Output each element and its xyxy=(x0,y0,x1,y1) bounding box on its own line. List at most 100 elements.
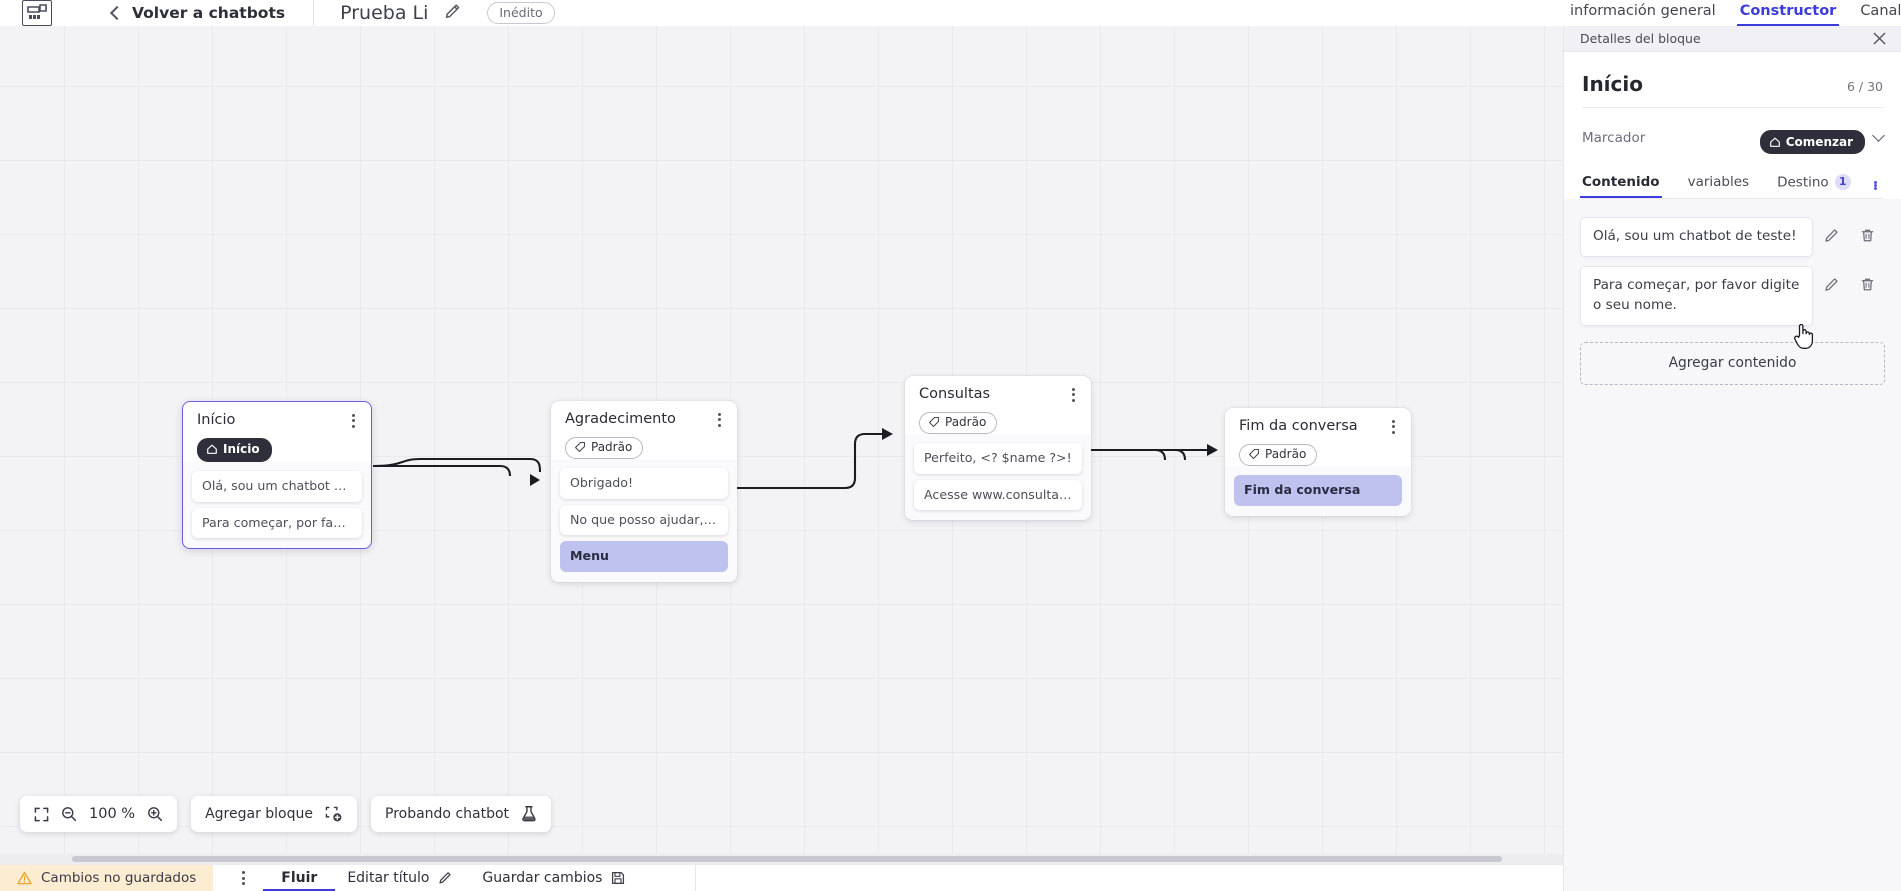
node-header: Fim da conversa Padrão xyxy=(1225,408,1411,466)
tab-informacion-general[interactable]: información general xyxy=(1570,3,1716,19)
fit-screen-icon[interactable] xyxy=(34,807,49,822)
node-title: Início xyxy=(197,412,236,428)
save-changes-button[interactable]: Guardar cambios xyxy=(482,865,625,891)
tab-constructor[interactable]: Constructor xyxy=(1736,3,1839,26)
panel-tab-contenido[interactable]: Contenido xyxy=(1580,174,1662,198)
edit-title-label: Editar título xyxy=(347,870,430,886)
panel-tab-contenido-label: Contenido xyxy=(1582,174,1660,190)
save-disk-icon xyxy=(611,871,625,885)
zoom-in-icon[interactable] xyxy=(147,806,163,822)
panel-tab-destino-badge: 1 xyxy=(1834,173,1851,190)
node-tag-padrao: Padrão xyxy=(565,436,644,459)
zoom-out-icon[interactable] xyxy=(61,806,77,822)
panel-tabs-kebab-menu[interactable] xyxy=(1867,181,1883,198)
canvas-horizontal-scrollbar[interactable] xyxy=(0,854,1563,864)
panel-header: Detalles del bloque xyxy=(1564,26,1901,52)
node-message-menu[interactable]: Menu xyxy=(560,541,728,573)
statusbar-kebab-menu[interactable] xyxy=(235,870,251,886)
node-tag-padrao: Padrão xyxy=(1239,443,1318,466)
flow-node-consultas[interactable]: Consultas Padrão Perfeito, <? $name ?>! … xyxy=(905,376,1091,521)
back-to-chatbots-link[interactable]: Volver a chatbots xyxy=(109,4,286,22)
tag-icon xyxy=(929,417,939,428)
node-tag-inicio: Início xyxy=(197,437,272,462)
flask-icon xyxy=(521,805,537,823)
node-tag-label: Padrão xyxy=(945,415,987,430)
node-message[interactable]: Obrigado! xyxy=(560,467,728,499)
node-header: Consultas Padrão xyxy=(905,376,1091,434)
chatbot-name: Prueba Li xyxy=(340,2,429,24)
close-icon[interactable] xyxy=(1872,31,1887,46)
scrollbar-thumb[interactable] xyxy=(72,856,1502,862)
node-messages: Fim da conversa xyxy=(1225,465,1411,516)
marker-value-label: Comenzar xyxy=(1785,134,1853,149)
node-title: Consultas xyxy=(919,386,991,402)
status-badge: Inédito xyxy=(487,2,555,24)
node-title: Agradecimento xyxy=(565,411,676,427)
flow-logo-icon[interactable] xyxy=(22,0,52,26)
node-header: Início Início xyxy=(183,402,371,462)
content-item-row: Olá, sou um chatbot de teste! xyxy=(1580,217,1885,258)
home-icon xyxy=(207,445,217,455)
unsaved-changes-label: Cambios no guardados xyxy=(41,870,197,886)
panel-tab-variables[interactable]: variables xyxy=(1688,174,1750,198)
content-item-actions xyxy=(1813,217,1885,247)
back-to-chatbots-label: Volver a chatbots xyxy=(132,4,286,22)
node-tag-label: Padrão xyxy=(1265,447,1307,462)
panel-top-section: Início 6 / 30 Marcador Comenzar xyxy=(1564,52,1901,199)
trash-icon[interactable] xyxy=(1849,272,1885,296)
content-item-text[interactable]: Olá, sou um chatbot de teste! xyxy=(1580,217,1813,258)
pencil-icon[interactable] xyxy=(444,3,461,24)
home-icon xyxy=(1769,137,1780,147)
node-messages: Perfeito, <? $name ?>! Acesse www.consul… xyxy=(905,433,1091,521)
add-block-button[interactable]: Agregar bloque xyxy=(191,796,357,832)
node-message[interactable]: No que posso ajudar, <? $name ... xyxy=(560,504,728,536)
content-item-text[interactable]: Para começar, por favor digite o seu nom… xyxy=(1580,266,1813,326)
pencil-icon[interactable] xyxy=(1813,272,1849,296)
save-changes-label: Guardar cambios xyxy=(482,870,603,886)
panel-block-title: Início xyxy=(1582,72,1643,96)
node-message[interactable]: Para começar, por favor digite o ... xyxy=(192,507,362,539)
statusbar-tab-fluir[interactable]: Fluir xyxy=(263,865,336,891)
add-block-icon xyxy=(325,806,343,823)
node-messages: Obrigado! No que posso ajudar, <? $name … xyxy=(551,458,737,583)
node-message[interactable]: Perfeito, <? $name ?>! xyxy=(914,442,1082,474)
tag-icon xyxy=(1249,449,1259,460)
node-kebab-menu[interactable] xyxy=(712,411,726,428)
pencil-icon[interactable] xyxy=(1813,223,1849,247)
node-tag-label: Padrão xyxy=(591,440,633,455)
edit-title-button[interactable]: Editar título xyxy=(347,865,452,891)
pencil-icon xyxy=(438,871,452,885)
tab-canales[interactable]: Canales xyxy=(1860,3,1901,19)
content-item-row: Para começar, por favor digite o seu nom… xyxy=(1580,266,1885,326)
warning-triangle-icon xyxy=(17,871,32,885)
node-kebab-menu[interactable] xyxy=(1066,386,1080,403)
test-chatbot-label: Probando chatbot xyxy=(385,806,510,822)
chevron-down-icon[interactable] xyxy=(1872,129,1885,142)
canvas-toolbar: 100 % Agregar bloque xyxy=(20,796,552,832)
node-tag-label: Início xyxy=(223,442,260,457)
flow-node-agradecimento[interactable]: Agradecimento Padrão Obrigado! No que po… xyxy=(551,401,737,583)
node-kebab-menu[interactable] xyxy=(1386,418,1400,435)
block-details-panel: Detalles del bloque Início 6 / 30 Marcad… xyxy=(1563,26,1901,891)
test-chatbot-button[interactable]: Probando chatbot xyxy=(371,796,552,832)
panel-tabs-underline xyxy=(1582,198,1883,199)
add-content-button[interactable]: Agregar contenido xyxy=(1580,341,1885,385)
marker-value-badge[interactable]: Comenzar xyxy=(1759,130,1865,154)
node-kebab-menu[interactable] xyxy=(346,412,360,429)
trash-icon[interactable] xyxy=(1849,223,1885,247)
marker-row: Marcador Comenzar xyxy=(1582,108,1885,168)
node-tag-padrao: Padrão xyxy=(919,411,998,434)
node-messages: Olá, sou um chatbot de teste! Para começ… xyxy=(183,461,371,549)
flow-node-fim-da-conversa[interactable]: Fim da conversa Padrão Fim da conversa xyxy=(1225,408,1411,516)
node-message-fim[interactable]: Fim da conversa xyxy=(1234,474,1402,506)
marker-control[interactable]: Comenzar xyxy=(1759,121,1885,154)
flow-node-inicio[interactable]: Início Início Olá, sou um chatbot de tes… xyxy=(182,401,372,550)
workspace-tabs: información general Constructor Canales xyxy=(1563,0,1901,26)
node-message[interactable]: Olá, sou um chatbot de teste! xyxy=(192,470,362,502)
node-message[interactable]: Acesse www.consultas.com par... xyxy=(914,479,1082,511)
flow-canvas[interactable]: Início Início Olá, sou um chatbot de tes… xyxy=(0,26,1563,864)
panel-tab-variables-label: variables xyxy=(1687,174,1750,190)
node-header: Agradecimento Padrão xyxy=(551,401,737,459)
